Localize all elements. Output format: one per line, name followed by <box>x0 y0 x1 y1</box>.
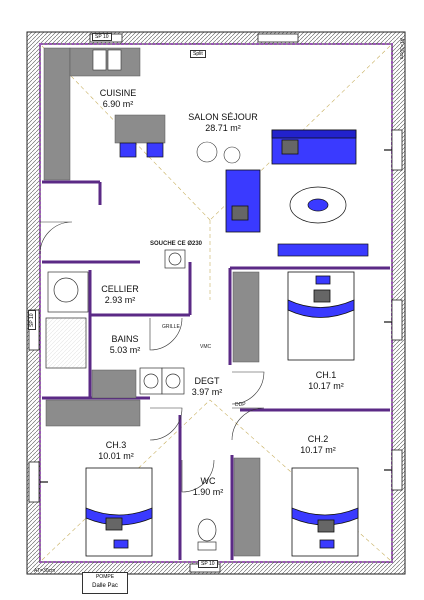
room-cellier-area: 2.93 m² <box>104 295 136 305</box>
chimney-flue <box>164 249 186 269</box>
room-degt-name: DEGT <box>194 376 220 386</box>
room-wc-name: WC <box>200 476 216 486</box>
room-ch2-area: 10.17 m² <box>300 445 336 455</box>
sp10-bottom-label: SP 10 <box>198 560 218 568</box>
grid-label: GRILLE <box>162 324 180 330</box>
room-bains-name: BAINS <box>111 334 139 344</box>
sp10-left-label: SP 10 <box>28 310 36 330</box>
at-right-label: AT=30cm <box>398 38 404 60</box>
room-cellier-name: CELLIER <box>101 284 139 294</box>
room-cuisine-name: CUISINE <box>99 88 137 98</box>
room-cellier: CELLIER 2.93 m² <box>90 284 150 306</box>
souche-label: SOUCHE CE Ø230 <box>150 241 203 247</box>
sp10-top-label: SP 10 <box>92 33 112 41</box>
dalle-pac-label: Dalle Pac <box>92 583 118 589</box>
room-cuisine: CUISINE 6.90 m² <box>90 88 146 110</box>
bed-ch3 <box>85 467 153 557</box>
door-swings <box>39 221 265 493</box>
bed-ch1 <box>287 271 355 361</box>
coffee-table <box>289 186 347 224</box>
room-ch2-name: CH.2 <box>307 434 329 444</box>
bathtub <box>45 317 87 369</box>
room-ch3-area: 10.01 m² <box>98 451 134 461</box>
split-label: Split <box>190 50 206 58</box>
room-degt: DEGT 3.97 m² <box>182 376 232 398</box>
door-frames <box>40 149 392 483</box>
armchair <box>225 169 261 233</box>
at-bottom-label: AT=30cm <box>34 568 56 574</box>
room-ch1-name: CH.1 <box>315 370 337 380</box>
kitchen-counters <box>43 47 166 181</box>
room-bains-area: 5.03 m² <box>109 345 141 355</box>
kitchen-sink <box>92 49 122 71</box>
room-ch3: CH.3 10.01 m² <box>86 440 146 462</box>
water-heater <box>47 271 89 313</box>
vmc-label: VMC <box>200 344 212 350</box>
room-ch1-area: 10.17 m² <box>308 381 344 391</box>
room-ch2: CH.2 10.17 m² <box>288 434 348 456</box>
room-salon-name: SALON SÉJOUR <box>188 112 258 122</box>
room-degt-area: 3.97 m² <box>191 387 223 397</box>
room-ch3-name: CH.3 <box>105 440 127 450</box>
room-bains: BAINS 5.03 m² <box>98 334 152 356</box>
wardrobes <box>45 271 261 557</box>
room-wc-area: 1.90 m² <box>192 487 224 497</box>
sofa <box>271 129 357 165</box>
bed-ch2 <box>291 467 359 557</box>
room-ch1: CH.1 10.17 m² <box>296 370 356 392</box>
room-wc: WC 1.90 m² <box>186 476 230 498</box>
ddp-label: DDP <box>235 402 246 408</box>
heat-pump-pad: POMPE Dalle Pac <box>82 572 128 594</box>
room-salon: SALON SÉJOUR 28.71 m² <box>178 112 268 134</box>
room-cuisine-area: 6.90 m² <box>102 99 134 109</box>
washing-machines <box>139 367 185 395</box>
pompe-label: POMPE <box>95 574 115 580</box>
stove-symbol <box>196 141 241 164</box>
tv-unit <box>277 243 369 257</box>
partitions <box>42 180 390 560</box>
wc-toilet <box>197 518 217 551</box>
room-salon-area: 28.71 m² <box>205 123 241 133</box>
kitchen-stools <box>119 142 164 158</box>
